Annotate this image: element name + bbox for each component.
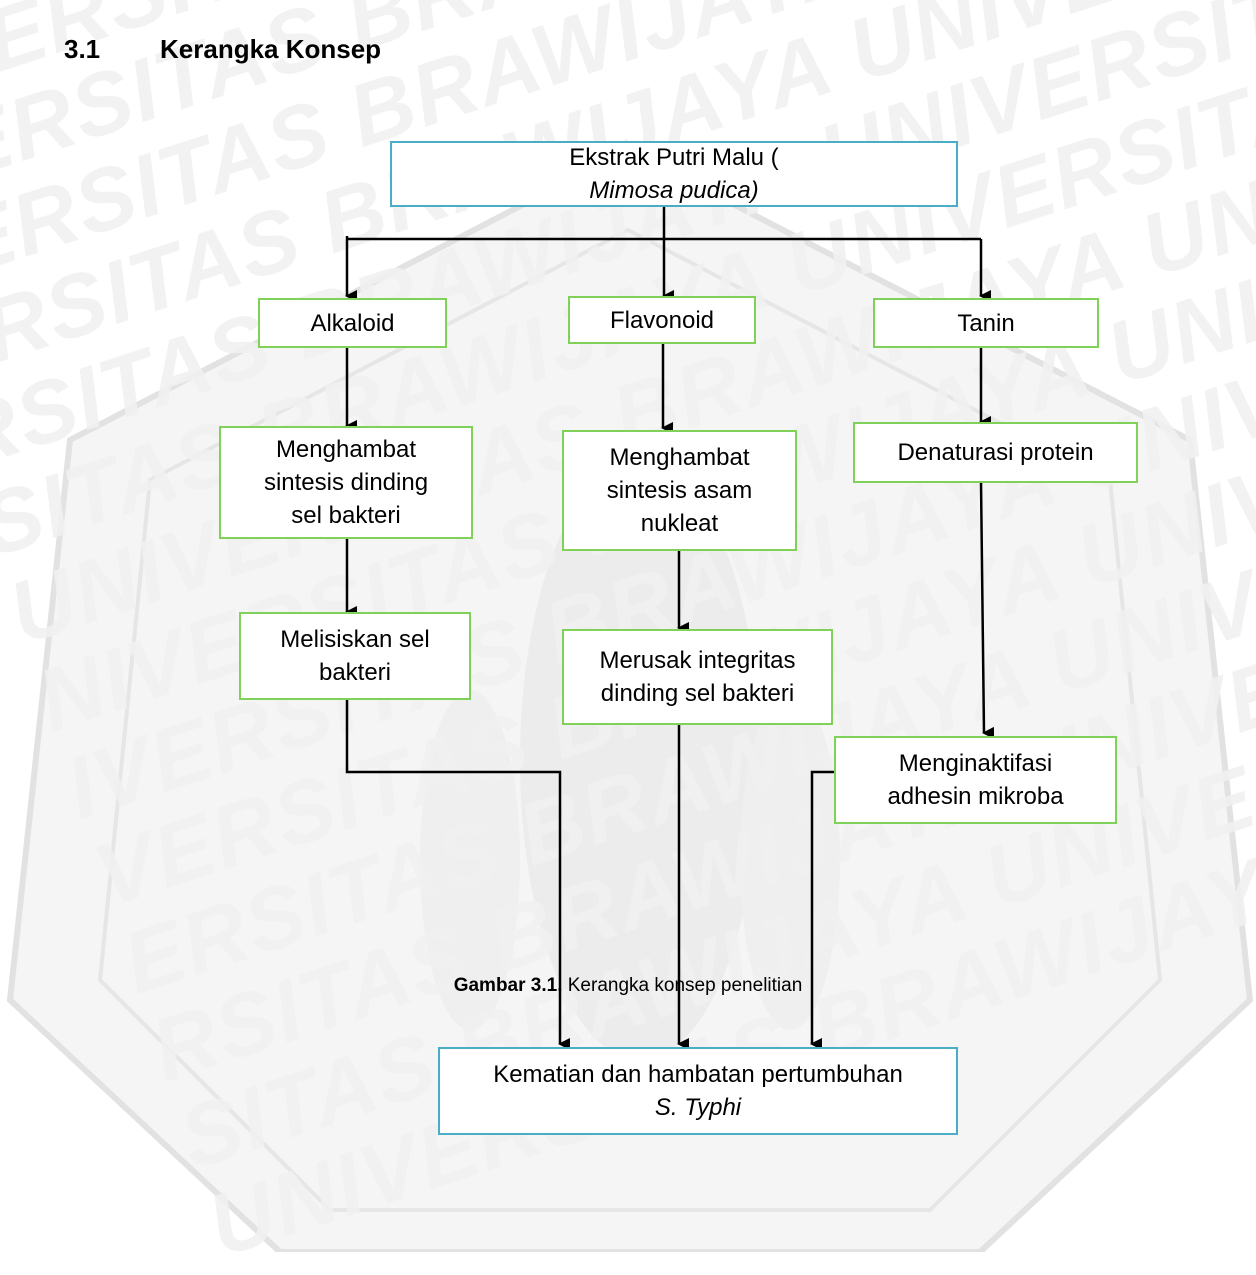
section-heading: 3.1 Kerangka Konsep	[64, 34, 381, 65]
node-root-italic: Mimosa pudica)	[589, 177, 759, 204]
arrow-tan-effect1-effect2	[979, 481, 995, 739]
node-root-text: Ekstrak Putri Malu (	[569, 144, 779, 171]
node-alkaloid-effect2: Melisiskan sel bakteri	[239, 612, 471, 700]
arrow-alk-outcome	[345, 698, 570, 1050]
node-alkaloid-effect1: Menghambat sintesis dinding sel bakteri	[219, 426, 473, 539]
node-flavonoid-effect2: Merusak integritas dinding sel bakteri	[562, 629, 833, 725]
node-tanin-effect1: Denaturasi protein	[853, 422, 1138, 483]
caption-label: Gambar 3.1.	[453, 975, 563, 996]
node-tanin-effect2: Menginaktifasi adhesin mikroba	[834, 736, 1117, 824]
node-root: Ekstrak Putri Malu ( Mimosa pudica)	[390, 141, 958, 207]
node-alkaloid: Alkaloid	[258, 298, 447, 348]
node-flavonoid: Flavonoid	[568, 296, 756, 344]
node-outcome: Kematian dan hambatan pertumbuhan S. Typ…	[438, 1047, 958, 1135]
figure-caption: Gambar 3.1. Kerangka konsep penelitian	[0, 975, 1256, 997]
section-title: Kerangka Konsep	[160, 34, 382, 64]
node-flavonoid-effect1: Menghambat sintesis asam nukleat	[562, 430, 797, 551]
node-outcome-line1: Kematian dan hambatan pertumbuhan	[493, 1061, 903, 1088]
node-outcome-organism: S. Typhi	[654, 1094, 742, 1121]
section-number: 3.1	[64, 34, 101, 64]
node-tanin: Tanin	[873, 298, 1099, 348]
caption-text: Kerangka konsep penelitian	[562, 975, 803, 996]
